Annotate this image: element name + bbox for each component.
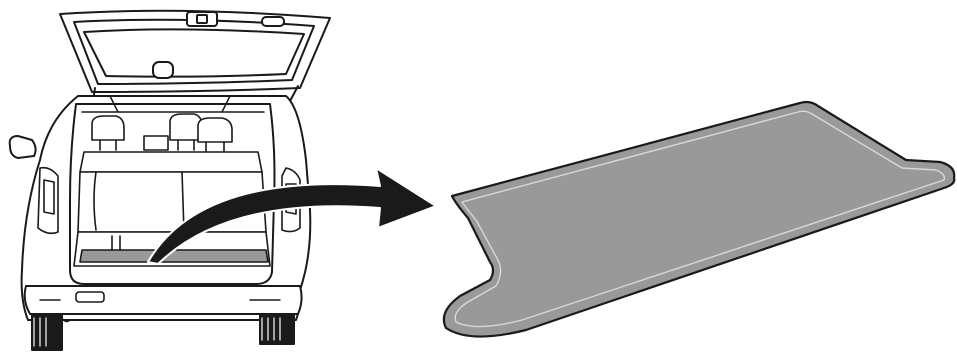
cargo-mat-icon (442, 100, 956, 338)
curved-arrow-icon (147, 167, 437, 265)
headrests (91, 113, 233, 153)
rear-seat-backs (77, 151, 267, 233)
car-rear-open-tailgate-icon (8, 9, 331, 351)
rear-bumper (23, 285, 303, 315)
open-tailgate (59, 9, 331, 121)
tires (31, 313, 295, 351)
side-mirror (8, 135, 37, 159)
